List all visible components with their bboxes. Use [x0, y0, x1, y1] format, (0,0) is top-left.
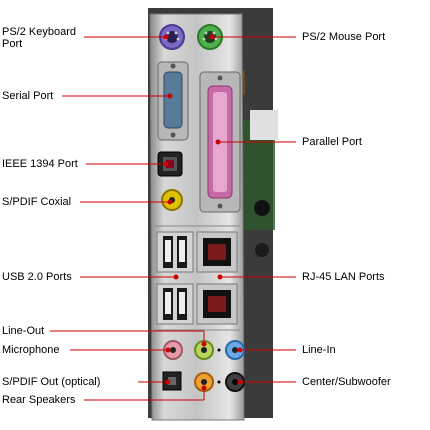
label-ps2-keyboard: PS/2 Keyboard Port: [2, 26, 76, 50]
audio-jacks: [162, 340, 245, 392]
rj45-ports: [196, 231, 238, 325]
label-rj45: RJ-45 LAN Ports: [302, 271, 385, 283]
label-spdif-coax: S/PDIF Coxial: [2, 196, 72, 208]
label-line-out: Line-Out: [2, 325, 45, 337]
serial-port: [157, 61, 189, 141]
label-serial-port: Serial Port: [2, 90, 54, 102]
label-center-subwoofer: Center/Subwoofer: [302, 376, 391, 388]
leader-lines: [50, 34, 296, 401]
label-parallel-port: Parallel Port: [302, 136, 362, 148]
ieee1394-port: [157, 151, 183, 177]
label-microphone: Microphone: [2, 344, 60, 356]
label-usb-ports: USB 2.0 Ports: [2, 271, 72, 283]
usb-ports: [156, 231, 194, 325]
spdif-coax-port: [161, 189, 183, 211]
ps2-keyboard-port: [159, 24, 185, 50]
label-ieee1394: IEEE 1394 Port: [2, 158, 78, 170]
label-line-in: Line-In: [302, 344, 336, 356]
label-rear-speakers: Rear Speakers: [2, 394, 76, 406]
label-ps2-mouse: PS/2 Mouse Port: [302, 31, 386, 43]
label-spdif-optical: S/PDIF Out (optical): [2, 376, 101, 388]
